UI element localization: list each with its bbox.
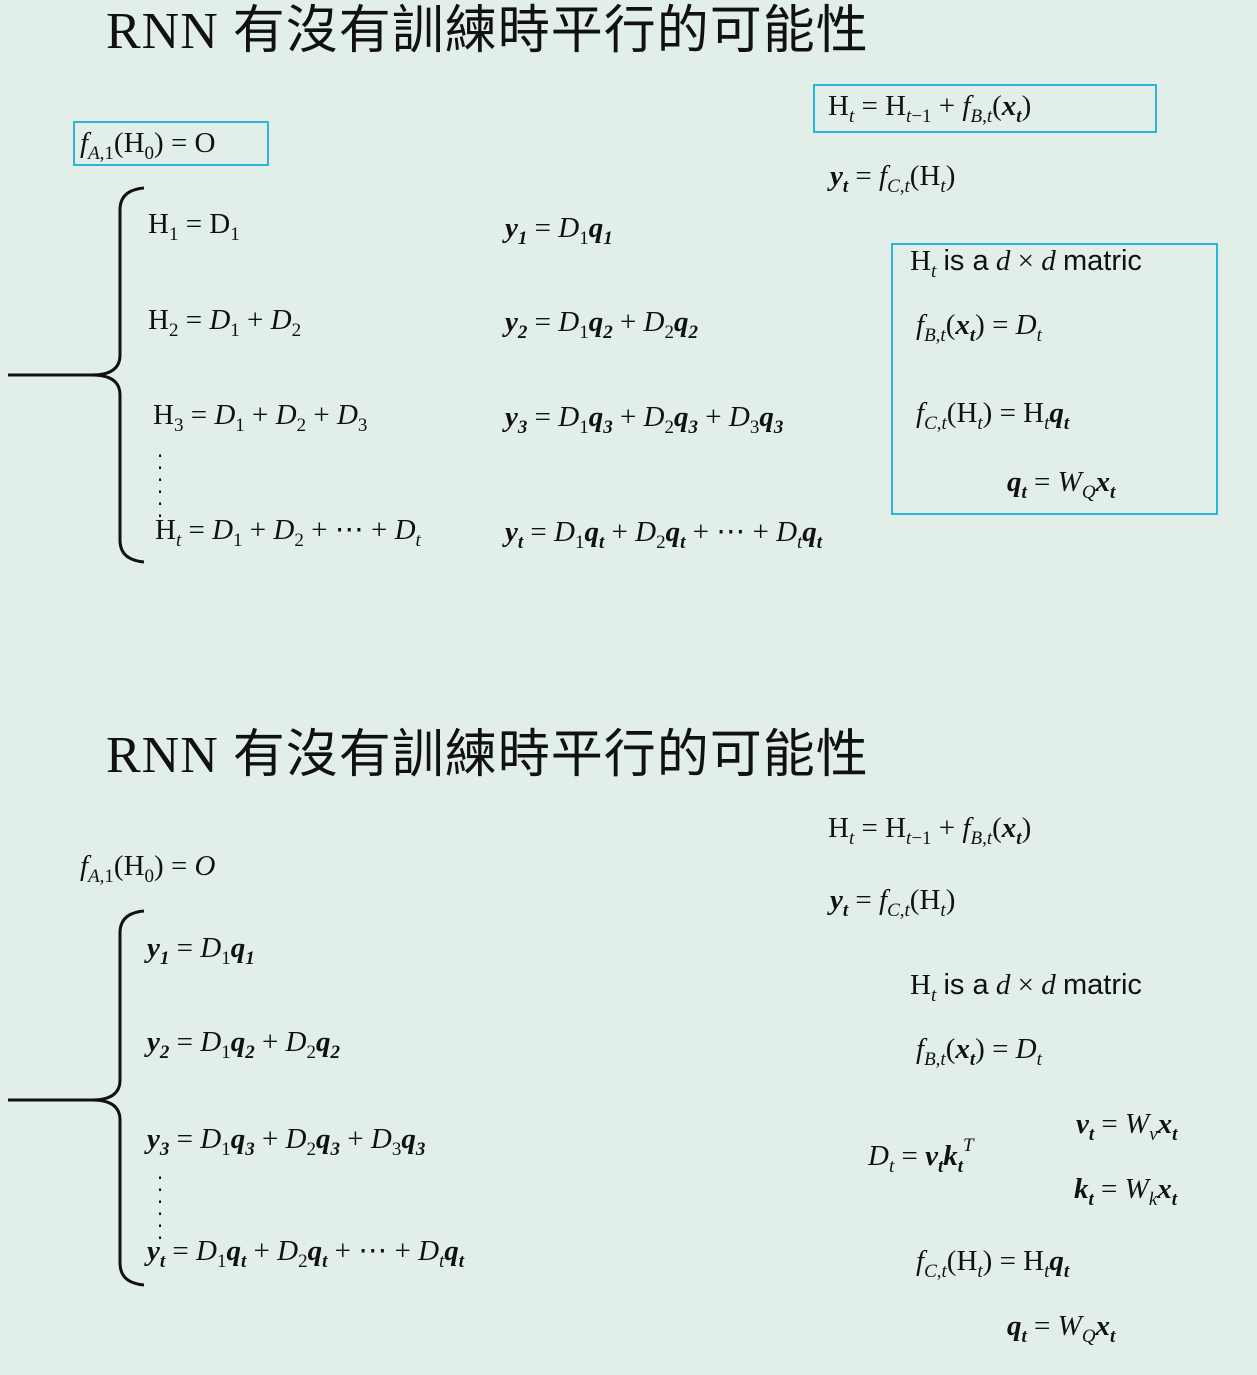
fc-definition: fC,t(Ht) = Htqt — [916, 1245, 1070, 1282]
slide-2: RNN 有沒有訓練時平行的可能性 fA,1(H0) = O y1 = D1q1 … — [0, 688, 1257, 1375]
recurrence-h-equation: Ht = Ht−1 + fB,t(xt) — [828, 812, 1032, 849]
recurrence-y-equation: yt = fC,t(Ht) — [830, 160, 956, 197]
recurrence-highlight-box — [813, 84, 1157, 133]
matrix-note: Ht is a d × d matric — [910, 969, 1142, 1006]
q-definition: qt = WQxt — [1007, 1310, 1116, 1347]
y2-equation: y2 = D1q2 + D2q2 — [147, 1026, 340, 1063]
definitions-highlight-box — [891, 243, 1218, 515]
vertical-dots: ······ — [156, 1166, 164, 1250]
recurrence-h-equation: Ht = Ht−1 + fB,t(xt) — [828, 90, 1032, 127]
slide-1: RNN 有沒有訓練時平行的可能性 fA,1(H0) = O H1 = D1 H2… — [0, 0, 1257, 687]
y3-equation: y3 = D1q3 + D2q3 + D3q3 — [147, 1123, 426, 1160]
init-highlight-box — [73, 121, 269, 166]
yt-equation: yt = D1qt + D2qt + ⋯ + Dtqt — [505, 516, 823, 553]
fb-definition: fB,t(xt) = Dt — [916, 309, 1042, 346]
k-definition: kt = Wkxt — [1074, 1173, 1178, 1210]
fc-definition: fC,t(Ht) = Htqt — [916, 397, 1070, 434]
y3-equation: y3 = D1q3 + D2q3 + D3q3 — [505, 401, 784, 438]
y1-equation: y1 = D1q1 — [505, 212, 613, 249]
dt-definition: Dt = vtktT — [868, 1135, 974, 1177]
left-brace — [8, 909, 145, 1287]
yt-equation: yt = D1qt + D2qt + ⋯ + Dtqt — [147, 1235, 465, 1272]
left-brace — [8, 186, 145, 564]
y2-equation: y2 = D1q2 + D2q2 — [505, 306, 698, 343]
q-definition: qt = WQxt — [1007, 466, 1116, 503]
init-equation: fA,1(H0) = O — [80, 127, 216, 164]
h3-equation: H3 = D1 + D2 + D3 — [153, 399, 368, 436]
y1-equation: y1 = D1q1 — [147, 932, 255, 969]
slide-title: RNN 有沒有訓練時平行的可能性 — [106, 727, 869, 784]
init-equation: fA,1(H0) = O — [80, 850, 216, 887]
matrix-note: Ht is a d × d matric — [910, 245, 1142, 282]
ht-equation: Ht = D1 + D2 + ⋯ + Dt — [155, 514, 421, 551]
v-definition: vt = Wvxt — [1076, 1108, 1178, 1145]
vertical-dots: ······ — [156, 444, 164, 528]
fb-definition: fB,t(xt) = Dt — [916, 1033, 1042, 1070]
recurrence-y-equation: yt = fC,t(Ht) — [830, 884, 956, 921]
slide-title: RNN 有沒有訓練時平行的可能性 — [106, 3, 869, 60]
h2-equation: H2 = D1 + D2 — [148, 304, 302, 341]
h1-equation: H1 = D1 — [148, 208, 240, 245]
